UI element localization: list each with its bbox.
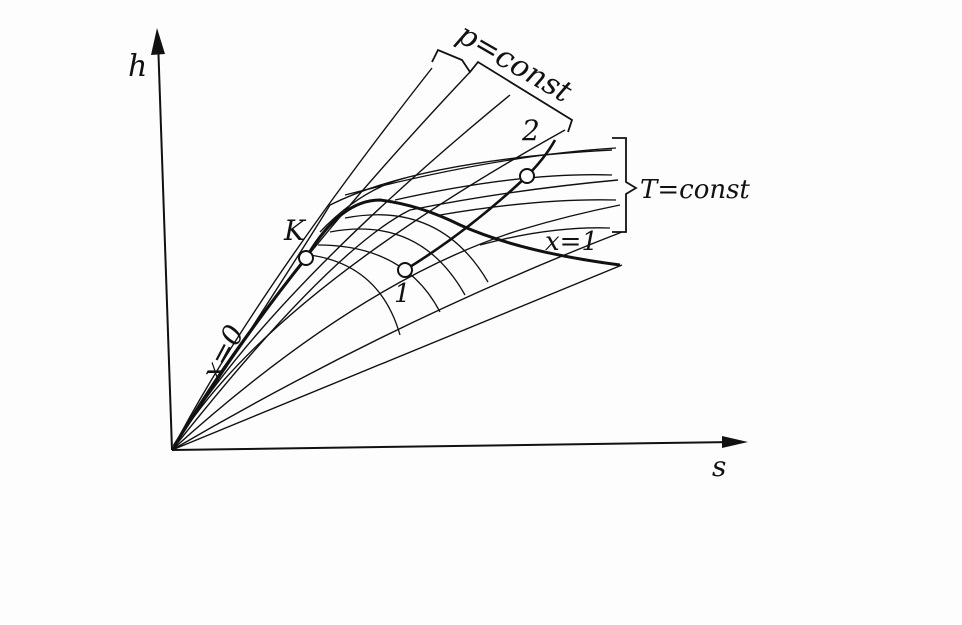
isotherm-line [329,228,466,296]
isobar-line [171,67,433,451]
isotherm-line [439,199,617,216]
isobar-line [171,204,621,451]
isobar-line [171,264,623,451]
isotherm-lines [309,147,617,336]
state-2-label: 2 [521,114,540,147]
critical-point-label: K [283,214,307,247]
isotherm-line [394,174,613,201]
isotherm-label: T=const [640,175,750,205]
state-1-marker [397,262,413,278]
y-axis-label: h [128,49,147,84]
state-1-label: 1 [394,279,411,309]
isobar-line [171,179,619,451]
isotherm-line [319,177,406,233]
isobar-line [171,71,471,451]
isobar-bracket [431,48,574,133]
y-axis-arrowhead [151,28,165,55]
x-axis-label: s [712,450,726,483]
isotherm-line [344,214,489,283]
isotherm-line [344,147,617,196]
y-axis [157,39,173,451]
isotherm-line [479,227,611,246]
critical-point-marker [298,250,314,266]
isotherm-line [317,244,441,313]
axes [157,39,736,451]
isobar-line [171,94,511,451]
x-axis [171,441,736,451]
saturated-vapor-label: x=1 [545,227,598,257]
x-axis-arrowhead [722,436,748,448]
isobar-line [171,129,566,451]
isotherm-line [309,254,401,336]
isobar-line [171,149,613,451]
saturated-vapor-curve [304,198,621,267]
isobar-label: p=const [451,17,578,111]
isobar-lines [171,67,623,451]
state-2-marker [519,168,535,184]
saturated-liquid-curve [172,257,308,447]
isotherm-bracket [612,137,638,233]
process-line-1-2 [404,139,557,272]
isobar-line [171,231,623,451]
